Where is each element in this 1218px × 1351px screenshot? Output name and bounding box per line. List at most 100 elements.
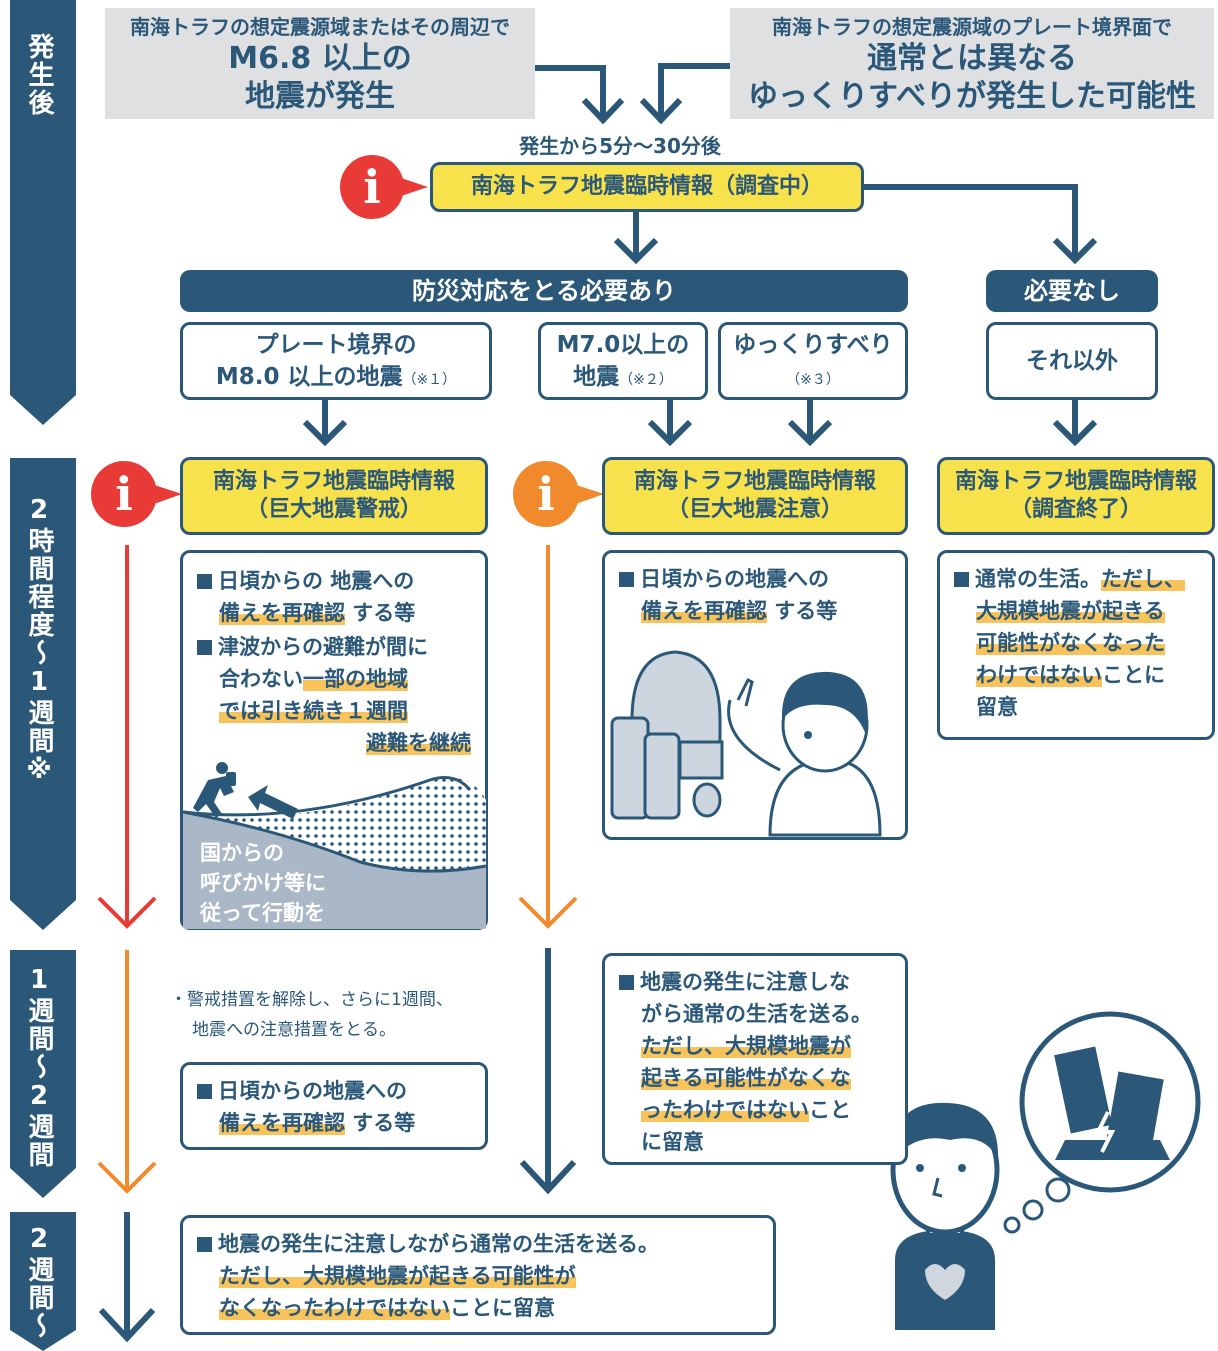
final-highlight1: ただし、大規模地震が起きる可能性が <box>219 1264 576 1288</box>
info-caution-line2: （巨大地震注意） <box>666 497 843 522</box>
week2-bullet-note: ・警戒措置を解除し、さらに1週間、 地震への注意措置をとる。 <box>170 985 453 1045</box>
bullet-square <box>197 1237 212 1252</box>
case-m7-box: M7.0以上の 地震（※２） <box>538 322 708 400</box>
case-m7-note: （※２） <box>619 372 673 388</box>
case-m7-line2: 地震 <box>573 364 620 390</box>
timeline-bar-phase1 <box>10 0 76 425</box>
week2-right-a2: がら通常の生活を送る。 <box>641 1002 872 1026</box>
info-ended-line1: 南海トラフ地震臨時情報 <box>954 469 1197 494</box>
warning-b2-b: 合わない <box>219 667 303 691</box>
timeline-label-2h-1week: 2時間程度〜1週間※ <box>24 495 54 787</box>
bullet-square <box>197 574 212 589</box>
timeline-bar-phase4 <box>10 1212 76 1351</box>
arrow-to-no-need <box>862 184 1078 258</box>
case-plate-note: （※１） <box>402 372 457 388</box>
info-investigating-box: 南海トラフ地震臨時情報（調査中） <box>430 162 864 212</box>
final-a: 地震の発生に注意しながら通常の生活を送る。 <box>218 1232 659 1256</box>
case-plate-line2: M8.0 以上の地震 <box>215 364 403 390</box>
warning-b2-highlight2: では引き続き１週間 <box>219 699 408 723</box>
week2-left-b: する等 <box>345 1111 416 1135</box>
info-icon: i <box>363 160 381 214</box>
arrow-head-to-no-need <box>1052 237 1098 265</box>
bullet-square <box>619 975 634 990</box>
arrow-head-other <box>1052 419 1098 447</box>
week2-bullet-line2: 地震への注意措置をとる。 <box>192 1020 396 1040</box>
ended-a: 通常の生活。 <box>975 567 1101 591</box>
ended-actions-box: 通常の生活。ただし、 大規模地震が起きる 可能性がなくなった わけではないことに… <box>937 550 1215 740</box>
trigger-slow-slip-region: 南海トラフの想定震源域のプレート境界面で <box>772 15 1172 39</box>
trigger-slow-slip-line1: 通常とは異なる <box>867 41 1077 76</box>
ended-b: ことに <box>1102 663 1165 687</box>
week2-right-highlight3: ったわけではない <box>641 1098 809 1122</box>
caution-actions-box: 日頃からの地震への 備えを再確認 する等 <box>602 550 908 840</box>
info-marker-caution <box>513 461 604 527</box>
arrow-head-right-trigger <box>639 97 683 125</box>
arrow-head-slow <box>787 419 833 447</box>
trigger-slow-slip-line2: ゆっくりすべりが発生した可能性 <box>748 79 1196 114</box>
case-m7-line1: M7.0以上の <box>556 332 690 358</box>
case-other-box: それ以外 <box>986 322 1158 400</box>
info-warning-box: 南海トラフ地震臨時情報 （巨大地震警戒） <box>180 457 488 535</box>
final-highlight2: なくなったわけではない <box>219 1296 450 1320</box>
case-slow-slip-box: ゆっくりすべり （※３） <box>718 322 908 400</box>
arrow-head-caution-phase <box>518 896 578 929</box>
arrow-head-plate <box>302 419 348 447</box>
follow-instructions-text: 国からの 呼びかけ等に 従って行動を <box>200 838 326 928</box>
warning-b2-highlight3: 避難を継続 <box>366 731 471 755</box>
trigger-earthquake-region: 南海トラフの想定震源域またはその周辺で <box>130 15 510 39</box>
week2-right-highlight2: 起きる可能性がなくな <box>641 1066 851 1090</box>
trigger-earthquake-occurs: 地震が発生 <box>245 79 395 114</box>
info-caution-box: 南海トラフ地震臨時情報 （巨大地震注意） <box>602 457 908 535</box>
timeline-label-after-occurrence: 発生後 <box>24 33 54 117</box>
week2-right-a1: 地震の発生に注意しな <box>640 970 850 994</box>
caution-b1-highlight: 備えを再確認 <box>641 599 767 623</box>
follow-line1: 国からの <box>200 841 284 865</box>
week2-right-b: こと <box>809 1098 851 1122</box>
caution-b1-b: する等 <box>767 599 838 623</box>
arrow-head-caution-week2 <box>519 1159 577 1195</box>
ended-highlight2: 大規模地震が起きる <box>976 599 1165 623</box>
arrow-head-warning-phase <box>97 896 157 929</box>
arrow-right-trigger <box>658 63 740 118</box>
arrow-head-to-response <box>613 237 659 265</box>
arrow-head-warning-week2 <box>97 1161 157 1194</box>
week2-left-highlight: 備えを再確認 <box>219 1111 345 1135</box>
bullet-square <box>197 1084 212 1099</box>
follow-line2: 呼びかけ等に <box>200 871 326 895</box>
ended-highlight1: ただし、 <box>1101 567 1185 591</box>
caution-b1-a: 日頃からの地震への <box>640 567 829 591</box>
info-caution-line1: 南海トラフ地震臨時情報 <box>633 469 876 494</box>
warning-b2-a: 津波からの避難が間に <box>218 635 428 659</box>
thinking-person-illustration <box>890 1011 1201 1330</box>
week2-bullet-line1: ・警戒措置を解除し、さらに1週間、 <box>170 990 453 1010</box>
timeline-label-2weeks-plus: 2週間〜 <box>24 1224 54 1340</box>
ended-highlight3: 可能性がなくなった <box>976 631 1165 655</box>
case-slow-line1: ゆっくりすべり <box>733 332 893 358</box>
trigger-earthquake-magnitude: M6.8 以上の <box>228 41 412 76</box>
warning-b1-highlight: 備えを再確認 <box>219 601 345 625</box>
info-ended-box: 南海トラフ地震臨時情報 （調査終了） <box>937 457 1215 535</box>
case-plate-line1: プレート境界の <box>255 332 417 358</box>
needs-response-bar: 防災対応をとる必要あり <box>180 270 908 312</box>
warning-b1-a: 日頃からの 地震への <box>218 569 415 593</box>
final-b: ことに留意 <box>450 1296 555 1320</box>
no-need-bar: 必要なし <box>986 270 1158 312</box>
ended-c: 留意 <box>976 695 1018 719</box>
week2-right-c: に留意 <box>641 1130 704 1154</box>
arrow-head-m7 <box>647 419 693 447</box>
info-ended-line2: （調査終了） <box>1009 497 1142 522</box>
arrow-head-final <box>98 1307 156 1343</box>
trigger-slow-slip-box: 南海トラフの想定震源域のプレート境界面で 通常とは異なる ゆっくりすべりが発生し… <box>730 8 1214 119</box>
arrow-left-trigger <box>520 65 606 118</box>
week2-caution-followup-box: 地震の発生に注意しな がら通常の生活を送る。 ただし、大規模地震が 起きる可能性… <box>602 953 908 1165</box>
ended-highlight4: わけではない <box>976 663 1102 687</box>
info-marker-warning <box>91 461 182 527</box>
week2-right-highlight1: ただし、大規模地震が <box>641 1034 851 1058</box>
timing-label: 発生から5分〜30分後 <box>519 134 721 158</box>
info-icon: i <box>115 467 133 521</box>
bullet-square <box>619 572 634 587</box>
trigger-earthquake-box: 南海トラフの想定震源域またはその周辺で M6.8 以上の 地震が発生 <box>105 8 535 119</box>
follow-line3: 従って行動を <box>200 901 325 925</box>
warning-b1-b: する等 <box>345 601 416 625</box>
